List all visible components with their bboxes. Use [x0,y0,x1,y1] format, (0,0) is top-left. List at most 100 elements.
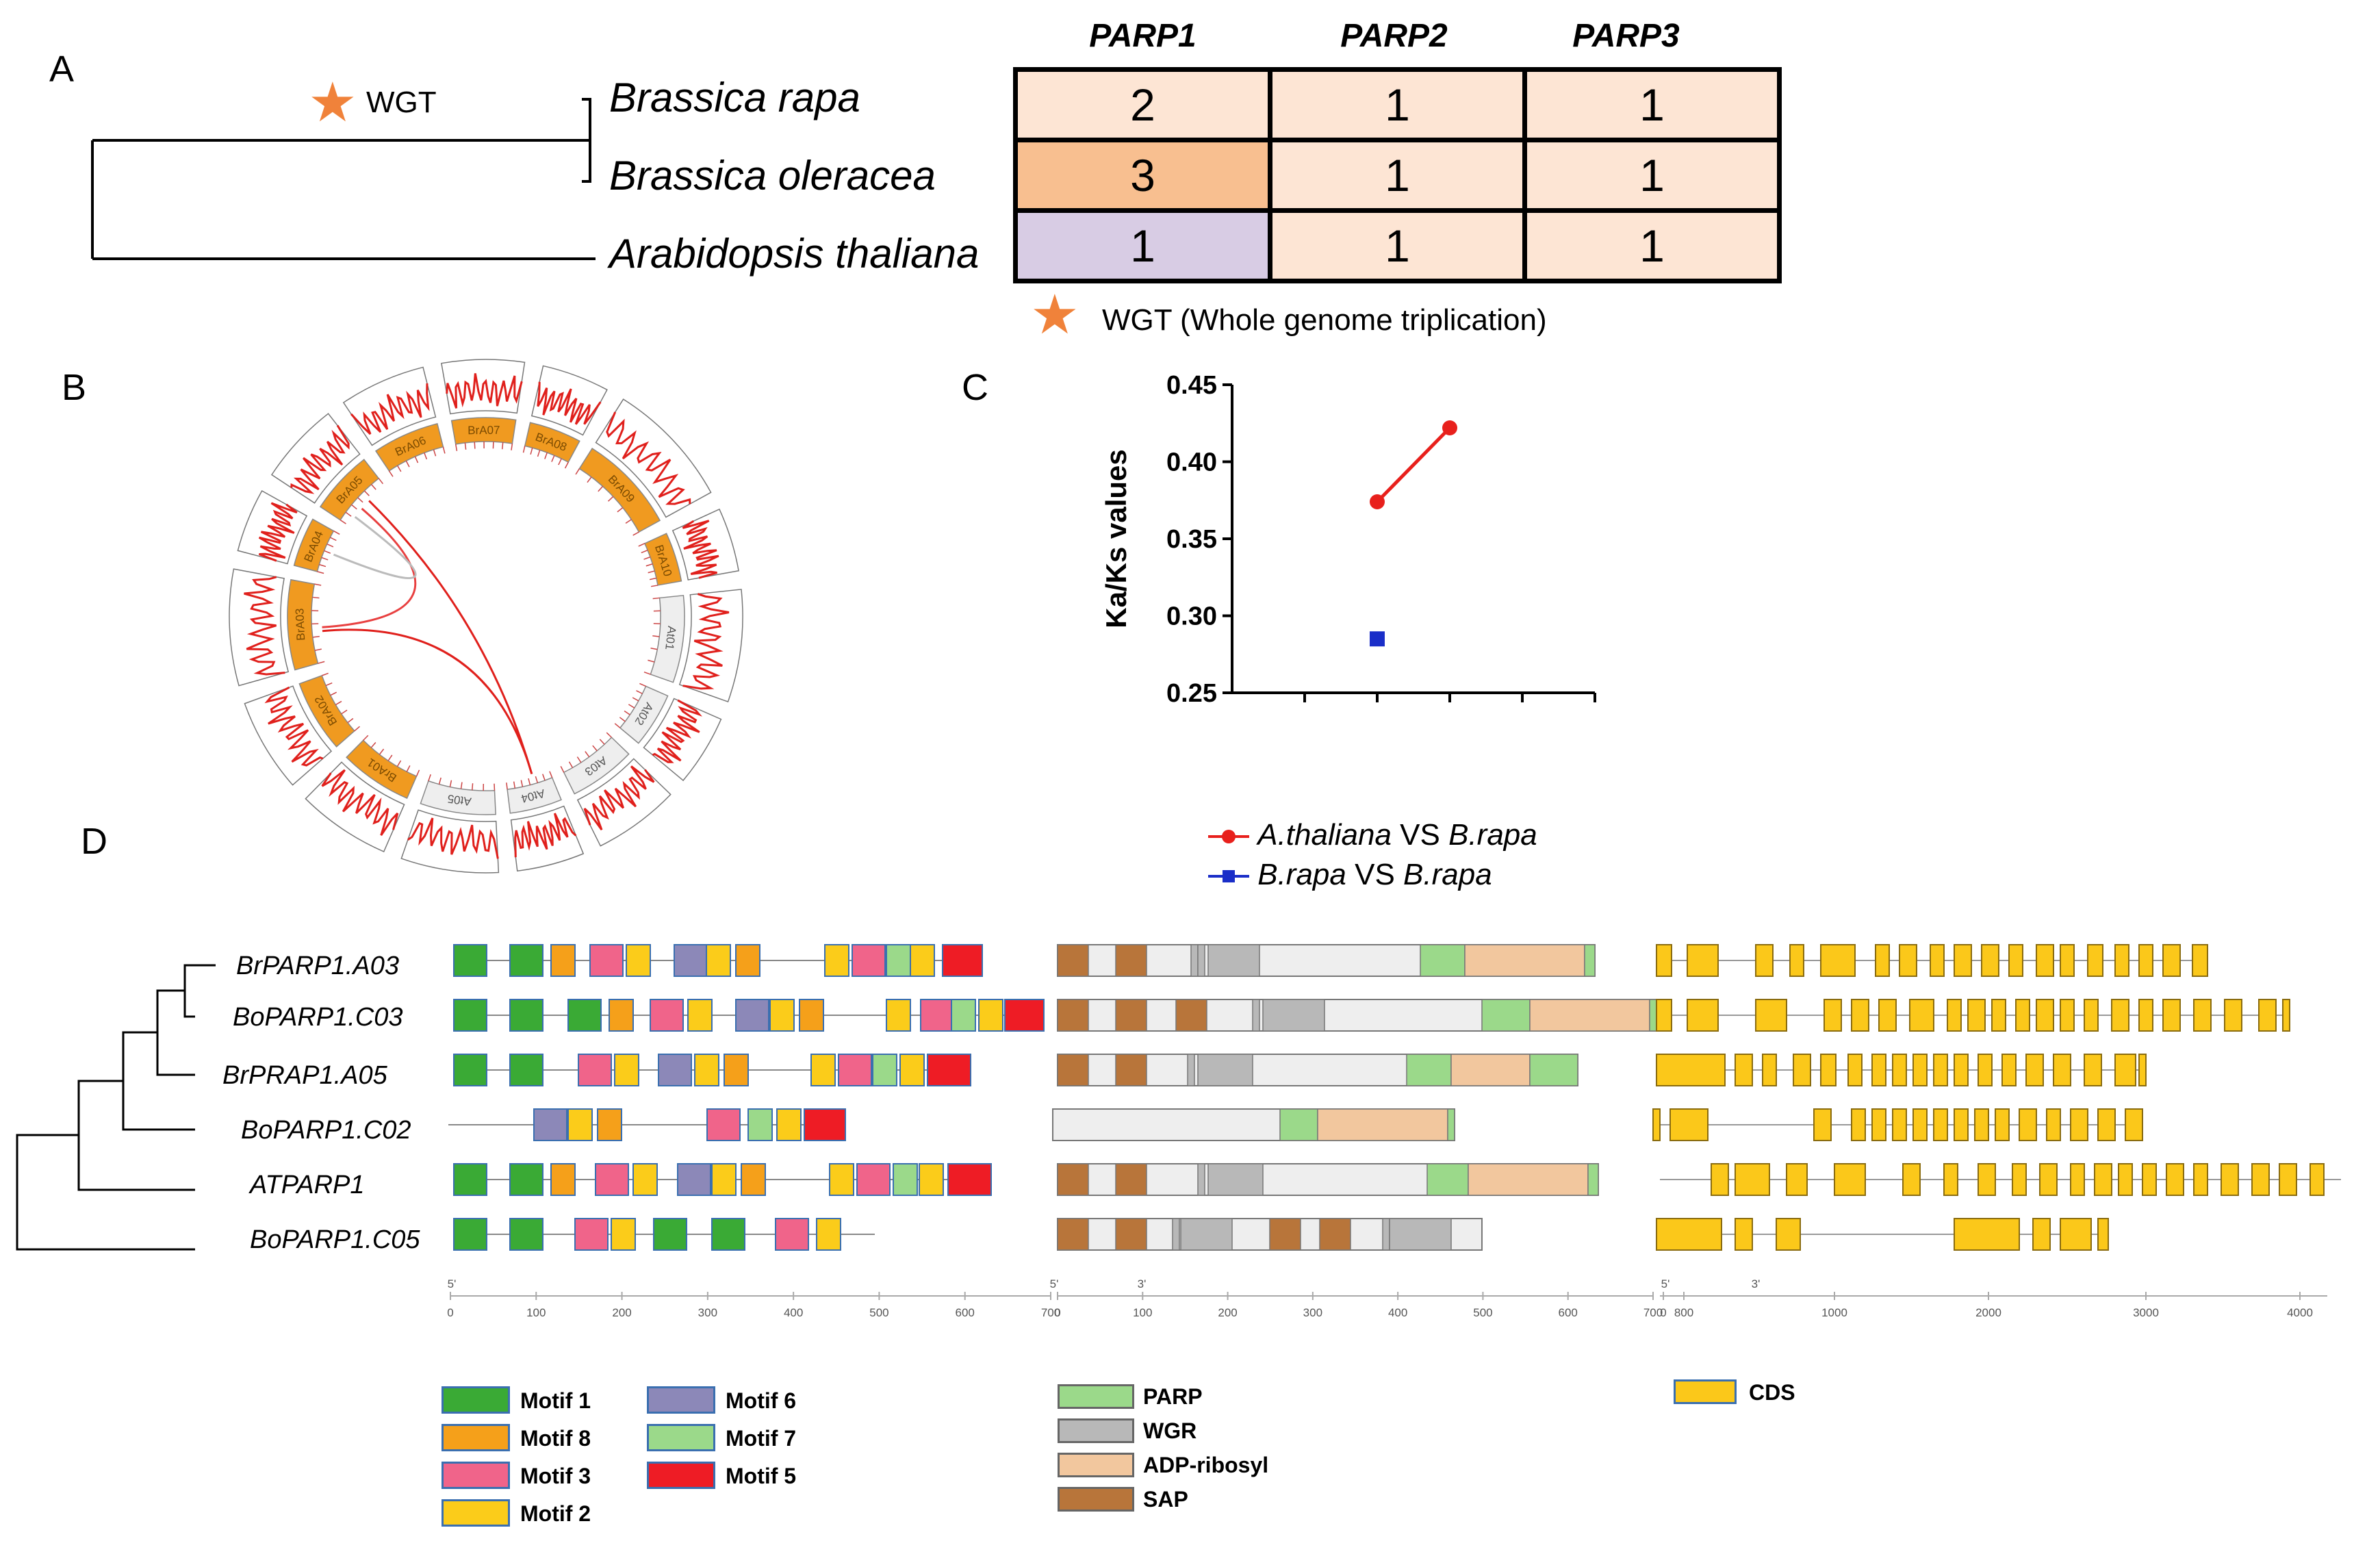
density-line [264,686,324,767]
domain-box [1649,999,1657,1032]
motif-box [711,1163,737,1196]
gene-label-boparp1-c03: BoPARP1.C03 [233,1003,403,1032]
axis-tick [388,470,394,477]
axis-tick [379,748,385,755]
axis-tick [501,442,504,450]
species-label-arabidopsis-thaliana: Arabidopsis thaliana [609,231,980,277]
table-cell: 1 [1013,208,1272,283]
cds-box [1967,999,1986,1032]
cds-box [2032,1218,2051,1251]
density-track-frame [530,365,608,436]
axis-tick [628,704,635,709]
scale-tick-label: 1000 [1821,1306,1847,1319]
cds-box [1711,1163,1729,1196]
y-tick-label: 0.35 [1166,525,1217,554]
cds-box [2162,944,2181,977]
domain-box [1389,1218,1452,1251]
cds-box [1899,944,1917,977]
strand-end-label: 3' [1138,1277,1147,1290]
cds-box [2138,999,2153,1032]
density-track-frame [576,758,671,847]
domain-key-swatch [1058,1418,1134,1443]
data-point [1442,420,1457,435]
legend-species-1: B.rapa [1257,858,1346,891]
synteny-link [368,500,533,774]
axis-tick [587,476,592,483]
axis-tick [438,777,442,785]
cds-box [1933,1108,1948,1141]
axis-tick [560,765,565,773]
density-line [350,383,430,435]
domain-box [1115,1218,1147,1251]
scale-tick-label: 0 [447,1306,453,1319]
domain-box [1172,1218,1180,1251]
cds-box [2025,1054,2044,1086]
axis-tick [643,556,651,560]
motif-box [1004,999,1045,1032]
motif-box [856,1163,891,1196]
scale-tick-label: 500 [1473,1306,1492,1319]
density-line [652,699,702,763]
axis-tick [319,563,327,568]
cds-box [2097,1108,2116,1141]
cds-box [2019,1108,2037,1141]
axis-tick [530,447,533,455]
cds-box [1824,999,1842,1032]
table-cell: 1 [1268,138,1527,213]
panel-d-letter: D [81,821,107,862]
motif-box [724,1054,749,1086]
motif-box [567,1108,593,1141]
cds-box [2012,1163,2027,1196]
cds-box [1978,1163,1996,1196]
density-track-frame [678,589,743,702]
motif-box [804,1108,846,1141]
panel-b-letter: B [62,367,87,408]
motif-box [550,944,576,977]
cds-box [1912,1108,1928,1141]
domain-key-swatch [1058,1453,1134,1477]
column-header-parp3: PARP3 [1572,18,1680,54]
motif-box [453,944,487,977]
chromosome-label: At01 [663,625,678,650]
density-track-frame [229,568,290,687]
cds-box [2060,944,2075,977]
motif-key-label: Motif 5 [726,1464,797,1488]
domain-box [1115,1054,1147,1086]
motif-box [589,944,624,977]
axis-tick [442,446,446,454]
species-tree [91,98,596,260]
motif-key-swatch [442,1462,510,1489]
axis-tick [537,450,541,457]
motif-box [453,1054,487,1086]
circos-plot: BrA07BrA08BrA09BrA10At01At02At03At04At05… [229,359,743,874]
domain-box [1197,1054,1253,1086]
cds-box [1735,1163,1770,1196]
cds-box [1981,944,1999,977]
motif-key-swatch [442,1424,510,1451]
motif-box [747,1108,773,1141]
axis-tick [648,570,655,574]
wgt-legend-star-icon: ★ [1030,284,1079,345]
red-circle-marker-icon [1208,830,1249,844]
domain-key-label: SAP [1143,1487,1188,1512]
cds-box [1656,1218,1722,1251]
cds-box [1892,1108,1907,1141]
cds-box [2251,1163,2270,1196]
motif-box [735,944,760,977]
cds-box [1991,999,2006,1032]
axis-tick [617,507,624,513]
motif-box [453,999,487,1032]
motif-box [942,944,983,977]
domain-box [1187,1054,1195,1086]
domain-box [1481,999,1531,1032]
motif-key-swatch [647,1386,715,1414]
domain-key-label: PARP [1143,1384,1203,1409]
cds-box [1871,1054,1886,1086]
cds-box [1892,1054,1907,1086]
cds-box [2114,944,2129,977]
domain-box [1180,1218,1233,1251]
axis-tick [592,745,598,752]
axis-tick [414,456,419,463]
cds-box [1995,1108,2010,1141]
cds-box [1954,944,1972,977]
